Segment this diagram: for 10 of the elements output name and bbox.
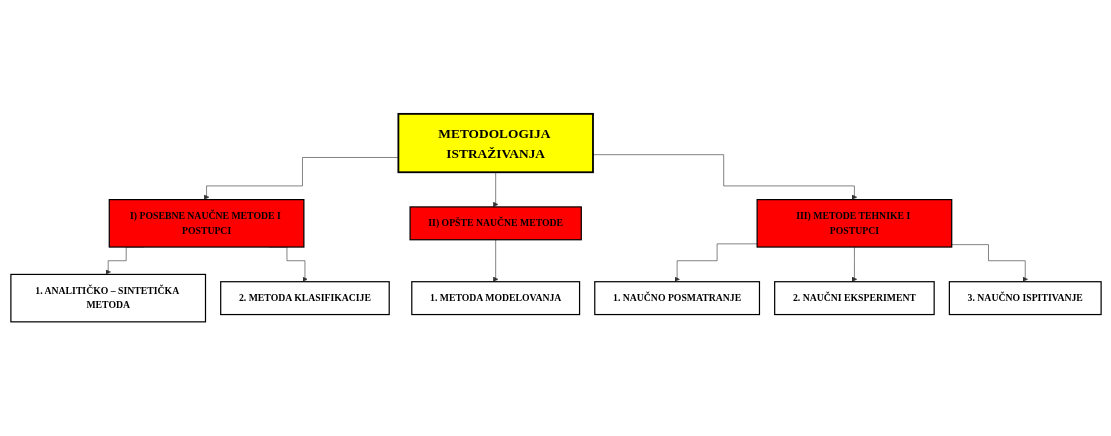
node-box: 3. NAUČNO ISPITIVANJE (948, 281, 1102, 316)
node-box: II) OPŠTE NAUČNE METODE (408, 206, 582, 241)
node-box: METODOLOGIJA ISTRAŽIVANJA (396, 113, 594, 174)
node-box: I) POSEBNE NAUČNE METODE I POSTUPCI (108, 199, 304, 248)
node-box: III) METODE TEHNIKE I POSTUPCI (756, 199, 952, 248)
node-box: 1. NAUČNO POSMATRANJE (593, 281, 760, 316)
node-box: 2. NAUČNI EKSPERIMENT (773, 281, 935, 316)
node-box: 1. METODA MODELOVANJA (410, 281, 580, 316)
node-box: 1. ANALITIČKO – SINTETIČKA METODA (9, 273, 206, 323)
node-box: 2. METODA KLASIFIKACIJE (219, 281, 390, 316)
